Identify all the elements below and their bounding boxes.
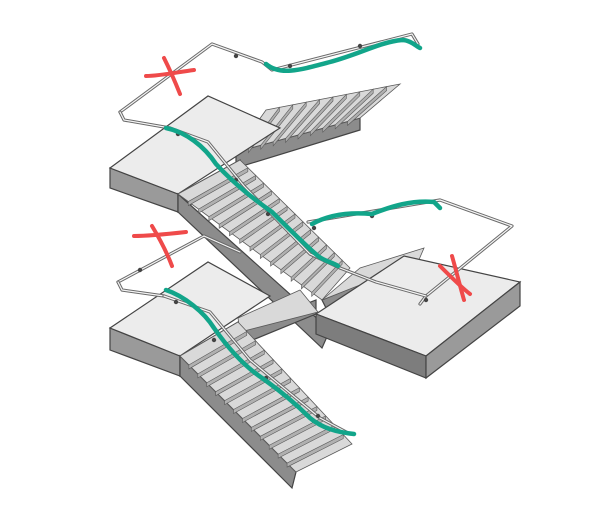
stair-step (286, 434, 344, 468)
stair-step (297, 96, 334, 140)
stair-step (347, 85, 387, 127)
remove-mark-right (438, 254, 472, 302)
lower-stair-assembly (108, 261, 353, 490)
keep-markup-bottom-flight (163, 287, 357, 437)
keep-markup-upper-flight (163, 125, 341, 269)
keep-markup-top (263, 37, 423, 73)
right-landing (314, 255, 522, 380)
stair-step (311, 259, 343, 298)
stair-step (322, 91, 361, 133)
stair-step (260, 405, 318, 441)
stair-step (272, 101, 307, 147)
remove-mark-top-left (144, 56, 196, 96)
stair-step (285, 98, 320, 144)
bottom-flight (179, 321, 353, 490)
stair-step (334, 88, 374, 130)
upper-right-flight (235, 83, 402, 169)
remove-mark-lower-left (132, 224, 188, 268)
keep-handrail-markups (163, 37, 443, 437)
lower-handrail (116, 234, 242, 298)
stair-step (310, 93, 347, 137)
remove-handrail-markups (132, 56, 472, 302)
keep-markup-middle-right (309, 199, 443, 227)
